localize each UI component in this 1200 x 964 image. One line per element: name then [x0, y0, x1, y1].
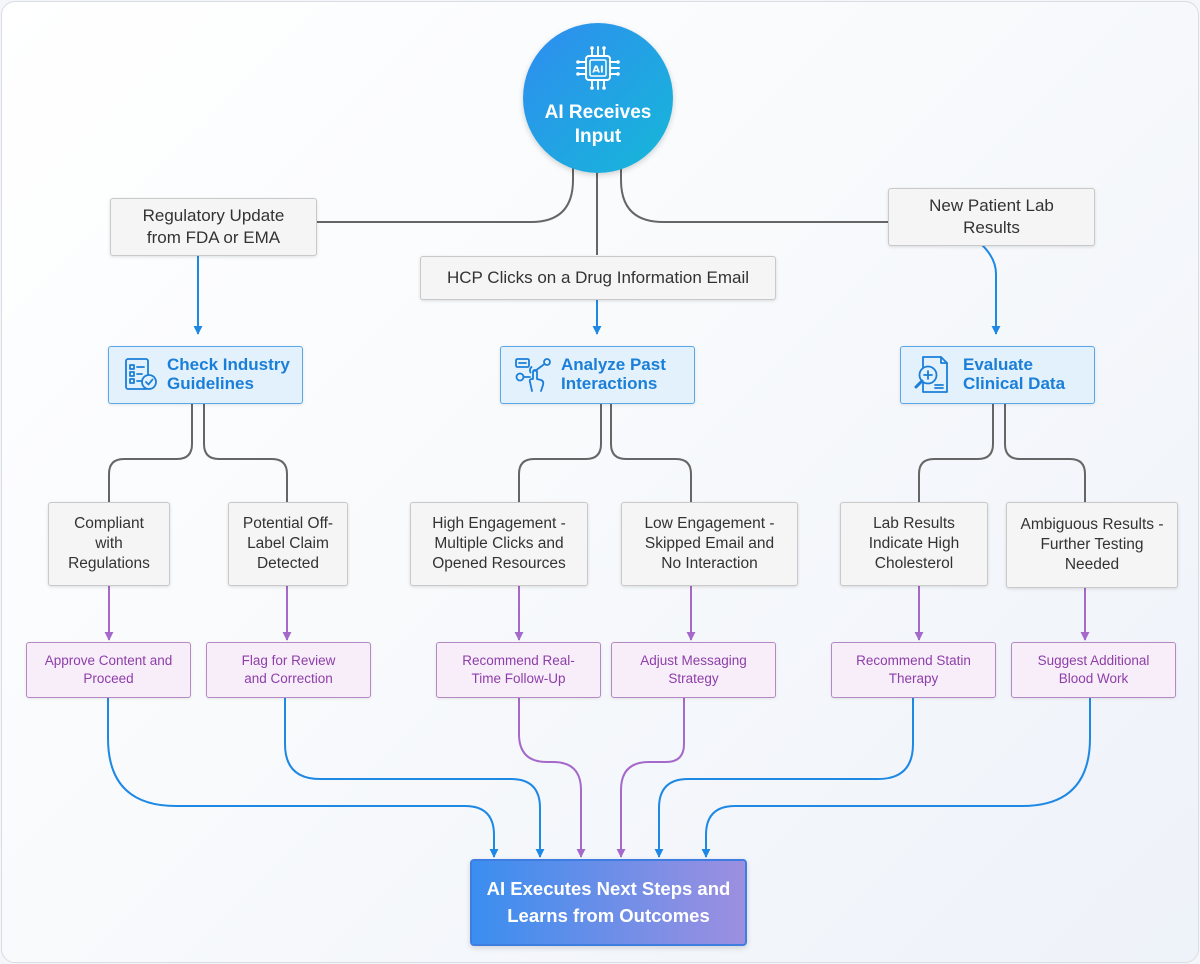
- input-lab-results: New Patient Lab Results: [888, 188, 1095, 246]
- input-regulatory-update: Regulatory Update from FDA or EMA: [110, 198, 317, 256]
- connector-clinical-to-cholesterol: [918, 404, 994, 502]
- condition-compliant: Compliant with Regulations: [48, 502, 170, 586]
- final-node-label: AI Executes Next Steps and Learns from O…: [486, 877, 731, 926]
- arrow-flag-to-final: [284, 698, 545, 858]
- arrow-lab-to-clinical: [980, 243, 1001, 335]
- document-magnifier-icon: [914, 356, 948, 393]
- connector-clinical-to-ambiguous: [1004, 404, 1086, 502]
- arrow-approve-to-final: [107, 698, 499, 858]
- connector-start-to-lab: [620, 165, 888, 223]
- process-analyze-interactions: Analyze Past Interactions: [500, 346, 695, 404]
- condition-high-cholesterol: Lab Results Indicate High Cholesterol: [840, 502, 988, 586]
- process-check-guidelines-label: Check Industry Guidelines: [167, 355, 290, 393]
- start-node: AI AI Receives Input: [523, 23, 673, 173]
- arrow-adjust-to-final: [616, 698, 685, 858]
- action-flag-review: Flag for Review and Correction: [206, 642, 371, 698]
- connector-interactions-to-low: [610, 404, 692, 502]
- condition-off-label: Potential Off-Label Claim Detected: [228, 502, 348, 586]
- arrow-statin-to-final: [654, 698, 914, 858]
- action-blood-work: Suggest Additional Blood Work: [1011, 642, 1176, 698]
- process-evaluate-clinical: Evaluate Clinical Data: [900, 346, 1095, 404]
- arrow-followup-to-final: [518, 698, 586, 858]
- input-hcp-email-click: HCP Clicks on a Drug Information Email: [420, 256, 776, 300]
- condition-ambiguous: Ambiguous Results - Further Testing Need…: [1006, 502, 1178, 588]
- action-realtime-followup: Recommend Real-Time Follow-Up: [436, 642, 601, 698]
- action-adjust-messaging: Adjust Messaging Strategy: [611, 642, 776, 698]
- condition-high-engagement: High Engagement - Multiple Clicks and Op…: [410, 502, 588, 586]
- arrow-bloodwork-to-final: [701, 698, 1091, 858]
- action-statin-therapy: Recommend Statin Therapy: [831, 642, 996, 698]
- ai-chip-icon: AI: [576, 46, 620, 90]
- start-node-label: AI Receives Input: [544, 102, 652, 147]
- ai-chip-text: AI: [592, 65, 603, 76]
- checklist-icon: [125, 358, 157, 390]
- process-check-guidelines: Check Industry Guidelines: [108, 346, 303, 404]
- click-network-icon: [515, 358, 551, 392]
- connector-interactions-to-high: [518, 404, 602, 502]
- connector-guidelines-to-compliant: [108, 404, 193, 502]
- process-analyze-interactions-label: Analyze Past Interactions: [561, 355, 666, 393]
- connector-start-to-regulatory: [316, 165, 574, 223]
- final-node: AI Executes Next Steps and Learns from O…: [470, 859, 747, 946]
- process-evaluate-clinical-label: Evaluate Clinical Data: [963, 355, 1066, 393]
- condition-low-engagement: Low Engagement - Skipped Email and No In…: [621, 502, 798, 586]
- action-approve-content: Approve Content and Proceed: [26, 642, 191, 698]
- connector-guidelines-to-offlabel: [203, 404, 288, 502]
